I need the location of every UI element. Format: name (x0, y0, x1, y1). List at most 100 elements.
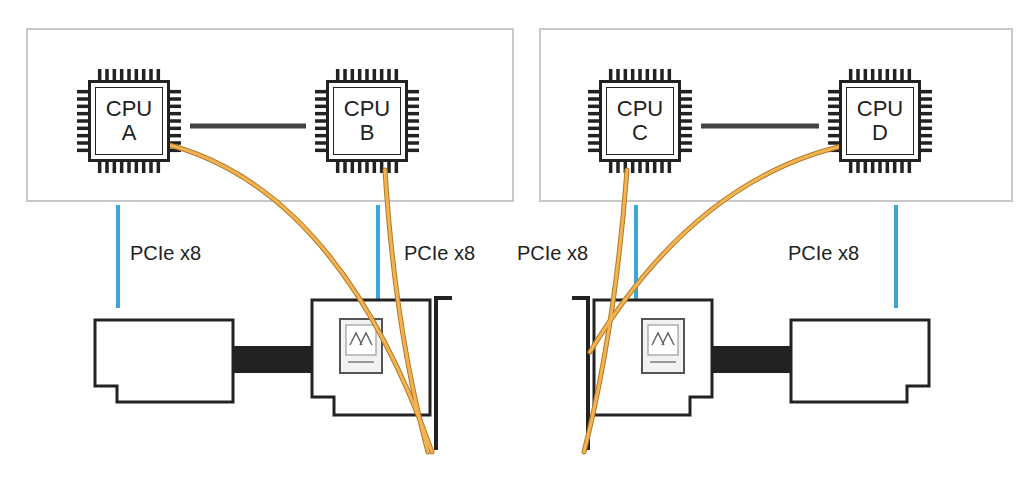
cpu-pin (886, 162, 890, 173)
chip-label: CPU A (103, 97, 155, 145)
cpu-pin (681, 149, 692, 153)
cpu-pin (878, 162, 882, 173)
cpu-pin (170, 134, 181, 138)
cpu-pin (98, 69, 102, 80)
cpu-pin (373, 69, 377, 80)
link-label: PCIe x8 (515, 242, 590, 265)
cpu-pin (408, 90, 419, 94)
chip-label: CPU C (614, 97, 666, 145)
cpu-pin (921, 90, 932, 94)
cpu-pin (660, 69, 664, 80)
cpu-pin (336, 162, 340, 173)
cpu-pin (631, 69, 635, 80)
chip-logo (348, 361, 374, 363)
cpu-pin (127, 69, 131, 80)
cpu-pin (681, 90, 692, 94)
cpu-pin (77, 112, 88, 116)
card-bracket (572, 298, 588, 450)
chip-logo (648, 325, 678, 355)
cpu-pin (113, 162, 117, 173)
cpu-pin (921, 141, 932, 145)
cpu-pin (921, 97, 932, 101)
cpu-pin (588, 127, 599, 131)
cpu-pin (660, 162, 664, 173)
cpu-pin (588, 149, 599, 153)
chip-label: CPU B (341, 97, 393, 145)
card-bracket (436, 298, 452, 450)
cpu-pin (681, 112, 692, 116)
cpu-pin (142, 69, 146, 80)
cpu-pin (616, 69, 620, 80)
cpu-pin (77, 127, 88, 131)
pcie-link (376, 205, 380, 300)
fiber-cable (584, 170, 627, 452)
cpu-pin (828, 127, 839, 131)
cpu-pin (120, 162, 124, 173)
cpu-pin (135, 162, 139, 173)
cpu-pin (828, 141, 839, 145)
cpu-pin (646, 162, 650, 173)
cpu-pin (157, 69, 161, 80)
cpu-pin (170, 112, 181, 116)
cpu-pin (408, 141, 419, 145)
cpu-pin (358, 162, 362, 173)
cpu-pin (653, 162, 657, 173)
cpu-pin (588, 141, 599, 145)
pcie-link (894, 205, 898, 308)
cpu-pin (921, 105, 932, 109)
cpu-pin (588, 134, 599, 138)
cpu-pin (864, 162, 868, 173)
cpu-chip: CPU C (599, 80, 681, 162)
cpu-pin (921, 119, 932, 123)
cpu-pin (315, 97, 326, 101)
cpu-pin (315, 127, 326, 131)
cpu-pin (921, 112, 932, 116)
cpu-pin (609, 69, 613, 80)
cpu-pin (828, 97, 839, 101)
cpu-pin (408, 119, 419, 123)
network-card (572, 298, 929, 450)
cpu-pin (609, 162, 613, 173)
cpu-pin (170, 105, 181, 109)
pcie-link (116, 205, 120, 308)
cpu-pin (149, 162, 153, 173)
cpu-pin (77, 149, 88, 153)
cpu-pin (380, 69, 384, 80)
cpu-pin (315, 112, 326, 116)
chip-logo (346, 325, 376, 355)
cpu-pin (105, 69, 109, 80)
cpu-pin (908, 162, 912, 173)
cable-band (712, 346, 791, 373)
cpu-pin (588, 90, 599, 94)
cpu-pin (336, 69, 340, 80)
cpu-pin (631, 162, 635, 173)
cpu-chip: CPU A (88, 80, 170, 162)
cpu-pin (315, 134, 326, 138)
fiber-cable (590, 142, 862, 352)
cpu-pin (77, 119, 88, 123)
cpu-pin (849, 69, 853, 80)
cpu-pin (681, 127, 692, 131)
cpu-pin (893, 162, 897, 173)
cpu-pin (878, 69, 882, 80)
cpu-pin (315, 141, 326, 145)
cpu-pin (828, 119, 839, 123)
chip-logo (650, 361, 676, 363)
cpu-pin (653, 69, 657, 80)
cpu-pin (149, 69, 153, 80)
cpu-pin (170, 119, 181, 123)
cpu-chip: CPU D (839, 80, 921, 162)
cpu-pin (856, 162, 860, 173)
cpu-pin (828, 134, 839, 138)
cpu-pin (105, 162, 109, 173)
cpu-pin (77, 141, 88, 145)
cpu-pin (921, 134, 932, 138)
cpu-pin (849, 162, 853, 173)
cpu-pin (408, 127, 419, 131)
cpu-pin (681, 119, 692, 123)
cpu-pin (120, 69, 124, 80)
cpu-pin (387, 162, 391, 173)
cpu-pin (871, 162, 875, 173)
cpu-pin (908, 69, 912, 80)
link-label: PCIe x8 (128, 242, 203, 265)
